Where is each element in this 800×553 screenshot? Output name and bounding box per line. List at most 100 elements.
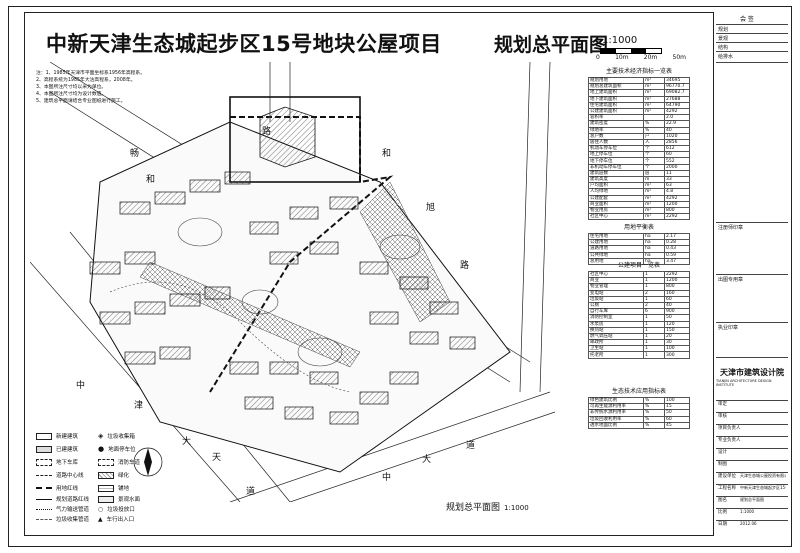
title-block-value: 1:1000 xyxy=(740,509,755,514)
scale-bar xyxy=(600,48,662,54)
title-block-divider xyxy=(716,400,788,401)
title-block-divider xyxy=(716,412,788,413)
title-block-label: 比例 xyxy=(718,510,727,515)
note-line: 5、建筑总平面请结合专业图纸进行施工。 xyxy=(36,99,126,104)
legend-item: 道路中心线 xyxy=(36,471,84,479)
scale-tick: 50m xyxy=(672,54,686,61)
road-label: 大 xyxy=(182,437,192,447)
signoff-row: 规划 xyxy=(718,27,729,33)
scale-label: 1:1000 xyxy=(602,35,638,46)
stamp-label: 执业印章 xyxy=(718,325,739,331)
title-block-divider xyxy=(716,448,788,449)
legend-item: 新建建筑 xyxy=(36,432,78,440)
title-block-label: 图名 xyxy=(718,498,727,503)
table-cell: m² xyxy=(643,213,665,221)
title-block-label: 审定 xyxy=(718,402,727,407)
road-label: 路 xyxy=(262,127,272,137)
table-cell: 300 xyxy=(664,351,690,359)
stamp-label: 出图专用章 xyxy=(718,277,744,283)
title-block-label: 项目负责人 xyxy=(718,426,741,431)
table-cell: 托老所 xyxy=(588,351,644,359)
road-label: 津 xyxy=(134,401,144,411)
signoff-label: 会 签 xyxy=(740,16,754,23)
sheet-title: 规划总平面图 xyxy=(494,34,609,56)
legend-item: 铺地 xyxy=(98,484,129,492)
road-label: 路 xyxy=(460,261,470,271)
title-block-divider xyxy=(716,460,788,461)
table-cell: 3.47 xyxy=(664,257,690,265)
road-label: 大 xyxy=(422,455,432,465)
table-cell: 1 xyxy=(643,351,665,359)
road-label: 道 xyxy=(246,487,256,497)
project-title: 中新天津生态城起步区15号地块公屋项目 xyxy=(46,32,442,56)
title-block-divider xyxy=(716,520,788,521)
title-block-label: 审核 xyxy=(718,414,727,419)
title-block: 会 签 规划 景观 结构 给排水 注册师印章 出图专用章 执业印章 xyxy=(716,12,788,540)
title-block-divider xyxy=(716,436,788,437)
community-center-building xyxy=(259,106,316,168)
bin-icon: ◈ xyxy=(98,432,104,440)
site-plan xyxy=(30,62,556,502)
title-block-value: 2012.06 xyxy=(740,521,757,526)
legend-item: ○垃圾投放口 xyxy=(98,505,135,514)
scale-tick: 0 xyxy=(596,54,600,61)
legend-item: 绿化 xyxy=(98,471,129,479)
signoff-row: 结构 xyxy=(718,45,729,51)
scale-tick: 20m xyxy=(643,54,658,61)
title-block-label: 设计 xyxy=(718,450,727,455)
note-line: 4、本图所注尺寸均为设计数值。 xyxy=(36,92,107,97)
road-label: 道 xyxy=(466,441,476,451)
residential-blocks xyxy=(89,171,476,425)
legend-item: ●地面停车位 xyxy=(98,445,136,453)
road-label: 中 xyxy=(382,473,392,483)
legend-item: 规划道路红线 xyxy=(36,495,89,503)
drawing-frame xyxy=(24,12,714,536)
title-block-label: 制图 xyxy=(718,462,727,467)
legend-item: 地下车库 xyxy=(36,458,78,466)
title-block-divider xyxy=(716,496,788,497)
table-cell: 透水地面比例 xyxy=(588,421,644,429)
title-block-divider xyxy=(716,484,788,485)
title-block-label: 专业负责人 xyxy=(718,438,741,443)
stamp-label: 注册师印章 xyxy=(718,225,744,231)
legend-item: ▲车行出入口 xyxy=(98,515,135,524)
table-cell: 45 xyxy=(664,421,690,429)
legend-item: 已建建筑 xyxy=(36,445,78,453)
land-red-line xyxy=(209,116,394,393)
road-label: 旭 xyxy=(426,203,436,213)
road-label: 和 xyxy=(382,149,392,159)
legend-item: 消防车道 xyxy=(98,458,140,466)
table-row: 透水地面比例%45 xyxy=(588,421,690,429)
table-cell: 社区中心 xyxy=(588,213,644,221)
scale-tick: 10m xyxy=(615,54,629,61)
title-block-label: 建设单位 xyxy=(718,474,736,479)
title-block-value: 中新天津生态城起步区15号地块公屋项目 xyxy=(740,485,786,490)
note-line: 2、高程系统为1985年大沽高程系，2008年。 xyxy=(36,78,136,83)
title-block-value: 天津生态城公屋投资有限公司 xyxy=(740,473,786,478)
general-notes: 注：1、1985年天津市平面坐标系1956年高程系。 2、高程系统为1985年大… xyxy=(36,70,256,105)
title-block-label: 日期 xyxy=(718,522,727,527)
legend-item: 景观水面 xyxy=(98,495,140,503)
legend-item: ◈垃圾收集箱 xyxy=(98,432,135,440)
landscape-features xyxy=(109,217,421,393)
table-cell: % xyxy=(643,421,665,429)
road-label: 中 xyxy=(76,381,86,391)
inlet-icon: ○ xyxy=(98,505,104,513)
table-cell: 2292 xyxy=(664,213,690,221)
community-center-lot xyxy=(229,96,361,183)
company-logo: 天津市建筑设计院 TIANJIN ARCHITECTURE DESIGN INS… xyxy=(716,357,788,397)
company-name-en: TIANJIN ARCHITECTURE DESIGN INSTITUTE xyxy=(716,379,772,387)
company-name: 天津市建筑设计院 xyxy=(720,368,784,377)
north-arrow-icon xyxy=(133,447,163,477)
note-line: 3、本图所注尺寸均以米为单位。 xyxy=(36,85,107,90)
green-corridor xyxy=(139,261,361,368)
